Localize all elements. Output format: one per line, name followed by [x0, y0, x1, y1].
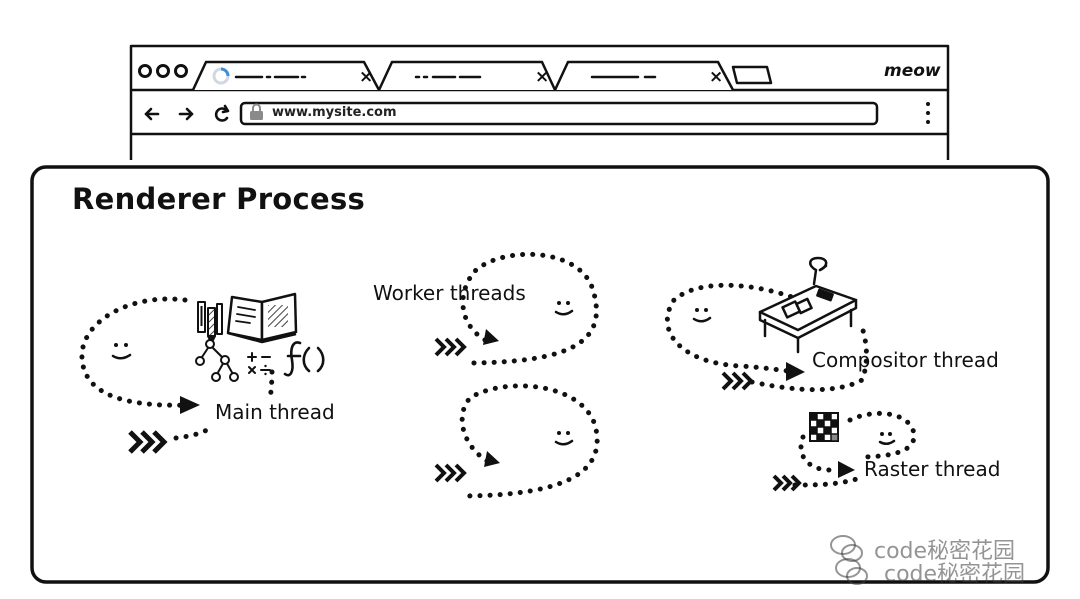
tab-2-close-icon[interactable]: ×: [535, 67, 549, 87]
main-thread-chevrons: [128, 430, 168, 454]
worker-thread-1-arrowhead: [483, 329, 499, 345]
maximize-window-dot: [174, 64, 188, 78]
tab-3-close-icon[interactable]: ×: [709, 67, 723, 87]
worker-thread-2-loop: [459, 383, 600, 499]
pencils-icon: [197, 301, 223, 344]
compositor-thread-arrowhead: [786, 362, 805, 381]
reload-icon[interactable]: [214, 104, 230, 122]
compositor-thread-chevrons: [721, 371, 754, 391]
raster-thread-tail: [792, 475, 863, 488]
worker-thread-2-face-icon: [554, 431, 574, 446]
open-book-icon: [226, 292, 298, 344]
main-thread-loop: [79, 296, 193, 408]
compositor-desk-icon: [758, 256, 858, 354]
tab-1-close-icon[interactable]: ×: [359, 67, 373, 87]
worker-thread-2-chevrons: [434, 463, 467, 483]
compositor-thread-label: Compositor thread: [812, 348, 999, 372]
worker-thread-1-face-icon: [554, 301, 574, 316]
renderer-process-title: Renderer Process: [72, 182, 366, 216]
raster-grid-icon: [809, 412, 839, 442]
main-thread-arrowhead: [180, 396, 200, 414]
raster-thread-loop: [847, 410, 917, 460]
tab-loading-icon: [212, 67, 230, 85]
raster-thread-chevrons: [772, 474, 802, 492]
main-thread-label: Main thread: [215, 400, 335, 424]
compositor-thread-loop: [664, 282, 803, 375]
watermark-text: code秘密花园: [874, 539, 1016, 564]
main-thread-side-dots: [267, 369, 275, 403]
worker-threads-label: Worker threads: [373, 281, 526, 305]
worker-thread-2-arrowhead: [484, 451, 500, 467]
raster-thread-label: Raster thread: [864, 457, 1001, 481]
more-options-icon[interactable]: [926, 102, 930, 124]
address-bar[interactable]: [239, 101, 879, 126]
back-arrow-icon[interactable]: [144, 107, 160, 121]
main-thread-tail: [173, 425, 213, 441]
browser-frame: [129, 44, 950, 160]
wechat-logo-icon: [830, 535, 868, 585]
renderer-process-panel: [30, 165, 1050, 584]
new-tab-button[interactable]: [731, 65, 773, 85]
raster-thread-face-icon: [878, 432, 896, 445]
address-url[interactable]: www.mysite.com: [272, 105, 397, 120]
tree-icon: [195, 339, 239, 382]
raster-thread-arrowhead: [838, 461, 855, 478]
lock-icon: [250, 103, 263, 120]
watermark-text-shadow: code秘密花园: [884, 562, 1026, 587]
browser-menu-label: meow: [884, 61, 941, 81]
window-controls[interactable]: [138, 64, 188, 78]
close-window-dot: [138, 64, 152, 78]
forward-arrow-icon[interactable]: [178, 107, 194, 121]
compositor-thread-tail: [749, 319, 869, 393]
function-icon: [283, 341, 325, 377]
worker-thread-1-loop: [460, 251, 599, 366]
tab-3[interactable]: [553, 60, 735, 91]
compositor-thread-face-icon: [692, 308, 712, 323]
math-operators-icon: [247, 352, 271, 376]
minimize-window-dot: [156, 64, 170, 78]
worker-thread-1-chevrons: [434, 337, 467, 357]
main-thread-face-icon: [111, 343, 132, 360]
